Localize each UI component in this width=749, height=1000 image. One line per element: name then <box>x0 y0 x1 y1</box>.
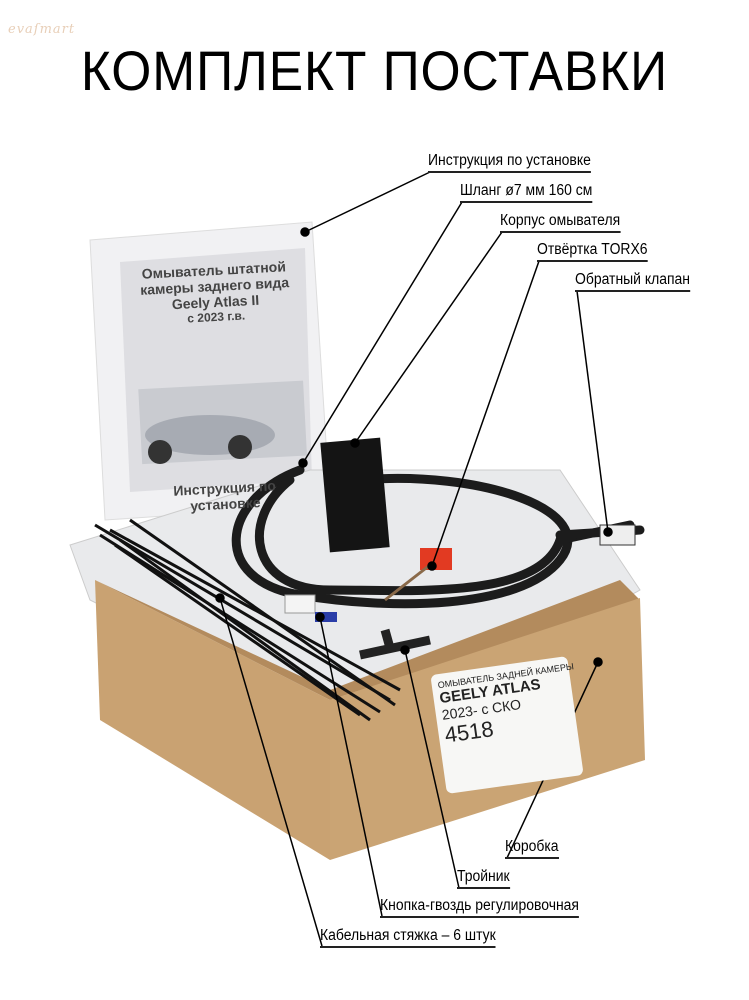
callout-tee: Тройник <box>457 868 510 889</box>
callout-housing: Корпус омывателя <box>500 212 621 233</box>
callout-hose: Шланг ø7 мм 160 см <box>460 182 593 203</box>
callout-manual: Инструкция по установке <box>428 152 591 173</box>
tee-fitting <box>359 628 431 660</box>
box-sticker: ОМЫВАТЕЛЬ ЗАДНЕЙ КАМЕРЫ GEELY ATLAS 2023… <box>430 655 584 795</box>
callout-nail: Кнопка-гвоздь регулировочная <box>380 897 579 918</box>
leader-lines <box>215 171 613 947</box>
page-title: КОМПЛЕКТ ПОСТАВКИ <box>80 39 669 102</box>
callout-screwdriver: Отвёртка TORX6 <box>537 241 648 262</box>
brand-logo: evaſmart <box>8 22 76 37</box>
callout-box: Коробка <box>505 838 559 859</box>
box-front <box>95 580 330 860</box>
callout-check-valve: Обратный клапан <box>575 271 691 292</box>
washer-housing <box>320 437 390 553</box>
callout-cable-ties: Кабельная стяжка – 6 штук <box>320 927 496 948</box>
box-top-edge <box>95 580 640 700</box>
adjust-nail <box>284 594 316 614</box>
